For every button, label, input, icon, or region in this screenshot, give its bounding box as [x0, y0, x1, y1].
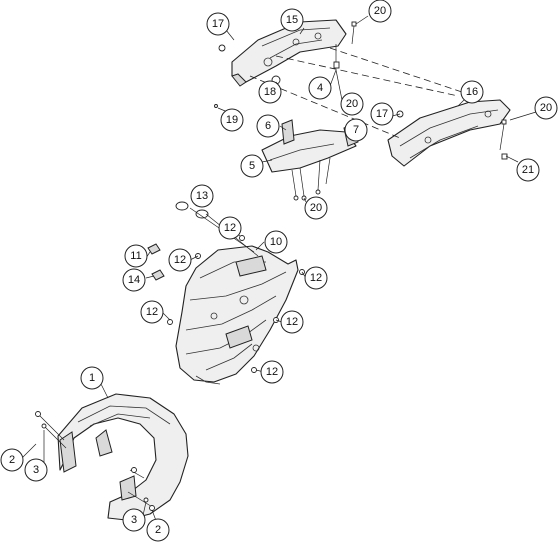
callout-20-plate: 20 — [304, 196, 328, 220]
callout-2-left: 2 — [0, 448, 24, 472]
callout-17-top-left: 17 — [206, 12, 230, 36]
plate-holder-bolts — [291, 157, 331, 201]
rear-inner-fender-10 — [175, 245, 299, 385]
callout-label: 15 — [286, 14, 298, 26]
callout-label: 18 — [264, 86, 276, 98]
callout-label: 20 — [346, 98, 358, 110]
callout-label: 19 — [226, 114, 238, 126]
callout-label: 11 — [130, 250, 141, 262]
callout-12-f: 12 — [260, 360, 284, 384]
callout-label: 3 — [131, 514, 137, 526]
callout-label: 12 — [224, 222, 236, 234]
callout-17-right: 17 — [370, 102, 394, 126]
callout-label: 20 — [540, 102, 552, 114]
callout-label: 12 — [174, 254, 186, 266]
callout-12-c: 12 — [304, 266, 328, 290]
callout-label: 12 — [266, 366, 278, 378]
callout-15: 15 — [280, 8, 304, 32]
callout-10: 10 — [264, 230, 288, 254]
callout-20-right: 20 — [534, 96, 558, 120]
callout-3-left: 3 — [24, 458, 48, 482]
plate-holder-5 — [261, 119, 359, 173]
callout-label: 16 — [466, 86, 478, 98]
tail-bracket-16 — [387, 99, 511, 167]
callout-label: 20 — [310, 202, 322, 214]
callout-1: 1 — [80, 366, 104, 390]
callout-2-bottom: 2 — [146, 518, 170, 542]
callout-label: 10 — [270, 236, 282, 248]
callout-19: 19 — [220, 108, 244, 132]
callout-label: 13 — [196, 190, 208, 202]
callout-label: 20 — [374, 5, 386, 17]
callout-label: 21 — [522, 164, 534, 176]
callout-label: 17 — [212, 18, 224, 30]
front-fender-1 — [57, 393, 189, 521]
callout-label: 7 — [353, 124, 359, 136]
callout-label: 12 — [286, 316, 298, 328]
callout-label: 14 — [128, 274, 140, 286]
callout-7: 7 — [344, 118, 368, 142]
callout-5: 5 — [240, 154, 264, 178]
callout-20-top: 20 — [368, 0, 392, 23]
callout-label: 12 — [310, 272, 322, 284]
callout-label: 12 — [146, 306, 158, 318]
callout-6: 6 — [256, 114, 280, 138]
callout-label: 2 — [155, 524, 161, 536]
callout-4: 4 — [308, 76, 332, 100]
callout-12-b: 12 — [168, 248, 192, 272]
callout-label: 2 — [9, 454, 15, 466]
callout-label: 1 — [89, 372, 95, 384]
callout-12-d: 12 — [140, 300, 164, 324]
clips-and-grommets — [147, 201, 305, 373]
callout-label: 5 — [249, 160, 255, 172]
callout-3-bottom: 3 — [122, 508, 146, 532]
callout-20-center: 20 — [340, 92, 364, 116]
callout-label: 3 — [33, 464, 39, 476]
callout-12-e: 12 — [280, 310, 304, 334]
callout-11: 11 — [124, 244, 148, 268]
callout-18: 18 — [258, 80, 282, 104]
callout-label: 4 — [317, 82, 323, 94]
callout-16: 16 — [460, 80, 484, 104]
callout-14: 14 — [122, 268, 146, 292]
callout-21: 21 — [516, 158, 540, 182]
callout-label: 17 — [376, 108, 388, 120]
callout-12-a: 12 — [218, 216, 242, 240]
callout-13: 13 — [190, 184, 214, 208]
callout-label: 6 — [265, 120, 271, 132]
